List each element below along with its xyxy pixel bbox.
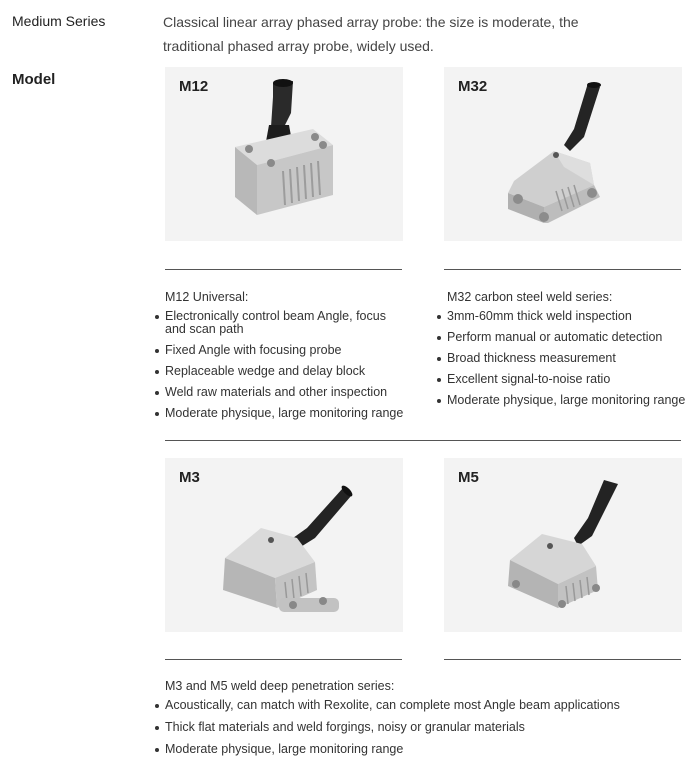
divider-m32 (444, 269, 681, 270)
divider-m3 (165, 659, 402, 660)
card-m5: M5 (444, 458, 682, 632)
card-title-m32: M32 (458, 78, 488, 95)
probe-image-m12 (235, 79, 333, 215)
m32-feature-list: 3mm-60mm thick weld inspection Perform m… (437, 310, 687, 415)
list-item: Replaceable wedge and delay block (155, 365, 405, 378)
series-description: Classical linear array phased array prob… (163, 14, 579, 54)
probe-image-m5 (508, 480, 618, 608)
m32-series-title: M32 carbon steel weld series: (447, 290, 613, 304)
probe-image-m32 (508, 82, 601, 223)
card-title-m3: M3 (179, 469, 200, 486)
card-m3: M3 (165, 458, 403, 632)
divider-m12 (165, 269, 402, 270)
section-divider (165, 440, 681, 441)
card-m12: M12 (165, 67, 403, 241)
card-title-m5: M5 (458, 469, 479, 486)
list-item: Fixed Angle with focusing probe (155, 344, 405, 357)
model-label: Model (12, 71, 56, 88)
list-item: 3mm-60mm thick weld inspection (437, 310, 687, 323)
m3m5-series-title: M3 and M5 weld deep penetration series: (165, 679, 395, 693)
m12-feature-list: Electronically control beam Angle, focus… (155, 310, 405, 428)
m12-series-title: M12 Universal: (165, 290, 249, 304)
card-m32: M32 (444, 67, 682, 241)
list-item: Moderate physique, large monitoring rang… (155, 743, 675, 756)
list-item: Thick flat materials and weld forgings, … (155, 721, 675, 734)
list-item: Acoustically, can match with Rexolite, c… (155, 699, 675, 712)
list-item: Moderate physique, large monitoring rang… (155, 407, 405, 420)
series-label: Medium Series (12, 13, 106, 29)
probe-image-m3 (223, 485, 353, 612)
list-item: Perform manual or automatic detection (437, 331, 687, 344)
m3m5-feature-list: Acoustically, can match with Rexolite, c… (155, 699, 675, 765)
divider-m5 (444, 659, 681, 660)
list-item: Moderate physique, large monitoring rang… (437, 394, 687, 407)
card-title-m12: M12 (179, 78, 209, 95)
list-item: Weld raw materials and other inspection (155, 386, 405, 399)
list-item: Electronically control beam Angle, focus… (155, 310, 405, 336)
list-item: Excellent signal-to-noise ratio (437, 373, 687, 386)
list-item: Broad thickness measurement (437, 352, 687, 365)
